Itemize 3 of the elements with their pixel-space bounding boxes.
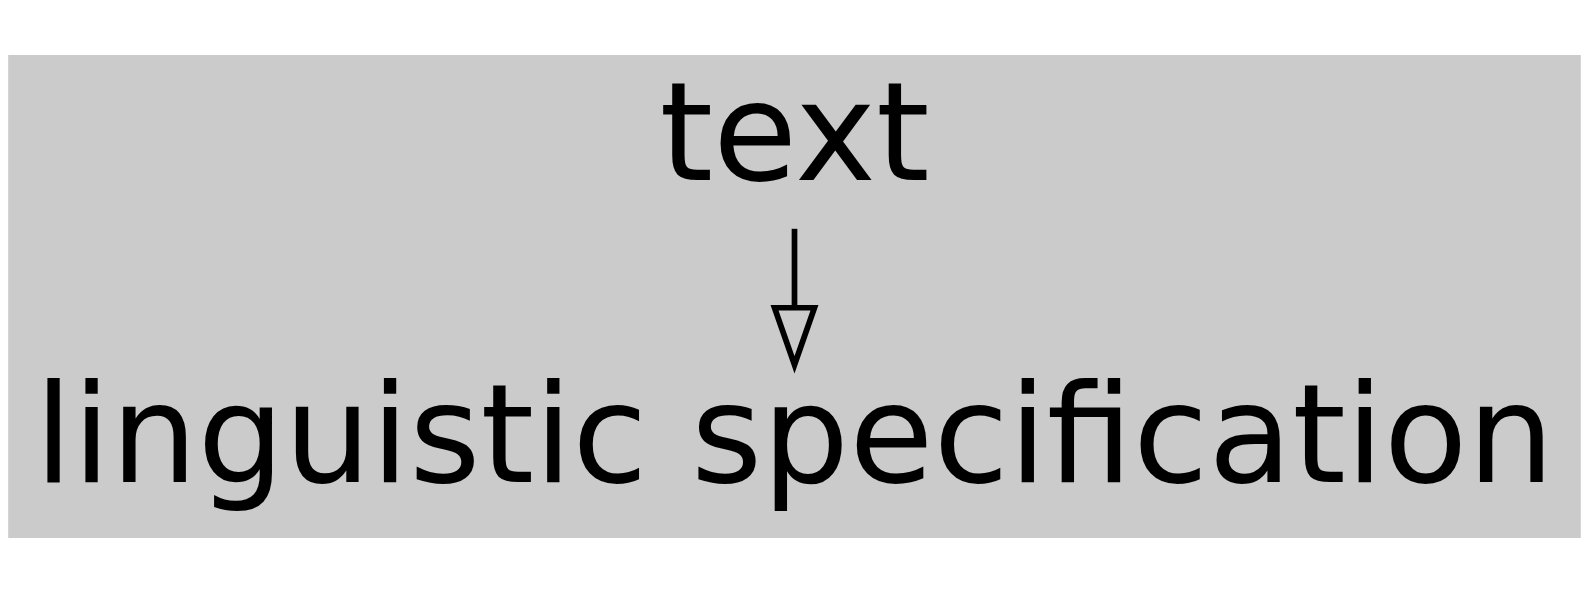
- node-text: linguistic specification: [34, 354, 1555, 514]
- arrow: [770, 228, 819, 373]
- node-text: text: [659, 52, 930, 212]
